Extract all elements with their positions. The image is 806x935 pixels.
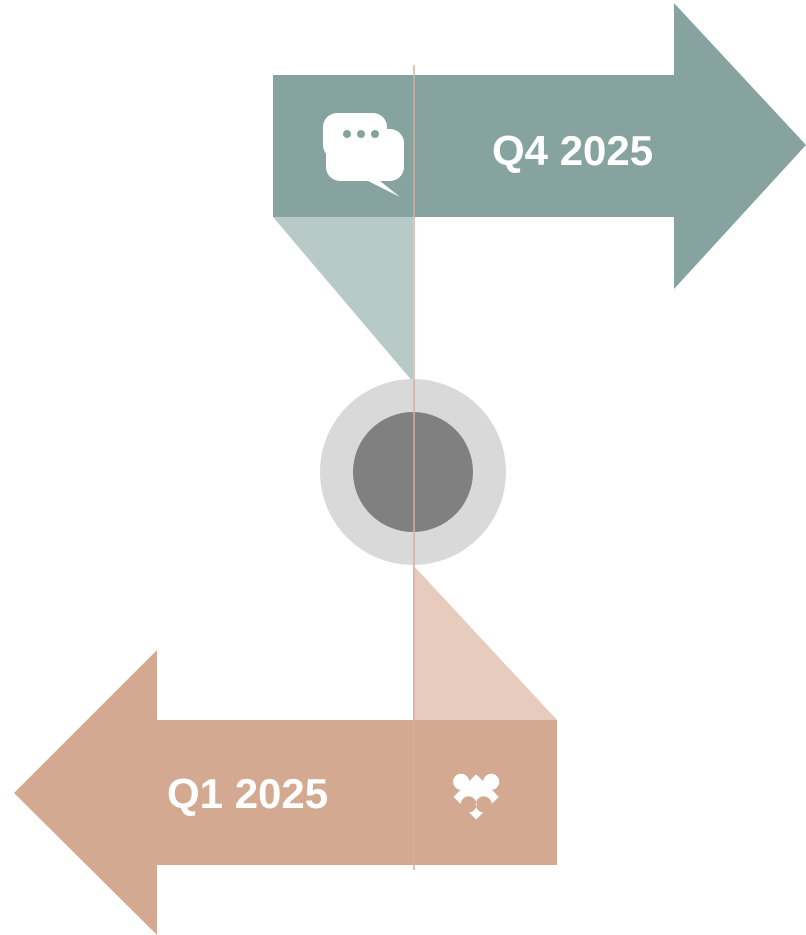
chat-bubbles-icon — [323, 113, 404, 197]
milestone-label-q1-2025: Q1 2025 — [167, 770, 329, 817]
center-marker-inner — [353, 412, 473, 532]
milestone-label-q4-2025: Q4 2025 — [492, 127, 654, 174]
q4-2025-arrow — [273, 3, 806, 289]
top-fold-shadow — [273, 217, 413, 382]
bottom-fold-shadow — [413, 565, 557, 720]
q1-2025-arrow — [14, 650, 557, 935]
puzzle-piece-icon — [453, 773, 500, 820]
